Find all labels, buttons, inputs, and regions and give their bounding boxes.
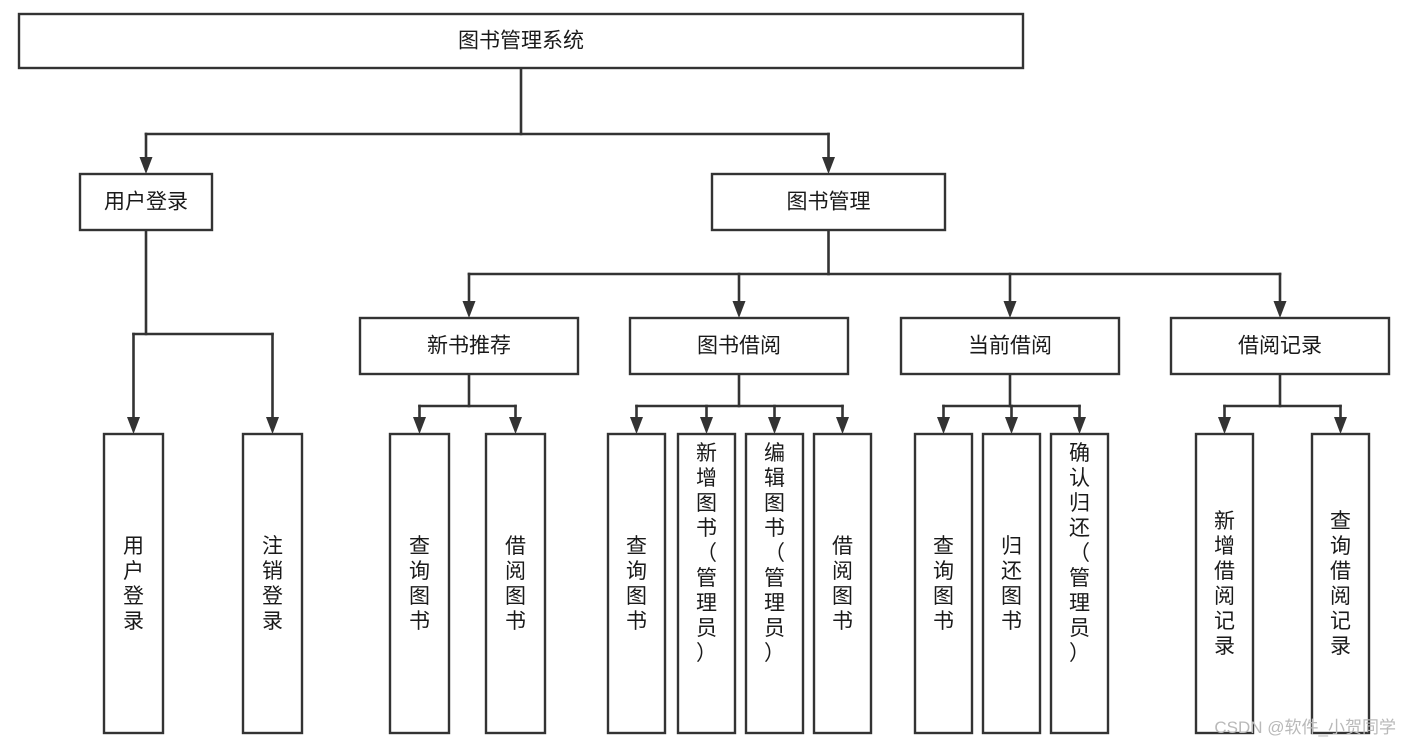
node-label-root: 图书管理系统	[458, 30, 584, 53]
node-box-leaf-add-book-admin	[676, 432, 737, 735]
arrow-head-book-manage	[822, 157, 835, 174]
node-leaf-return-book[interactable]: 归还图书	[981, 432, 1042, 735]
node-box-leaf-borrow-book-recommend	[484, 432, 547, 735]
node-leaf-query-book-current[interactable]: 查询图书	[913, 432, 974, 735]
node-label-book-borrow: 图书借阅	[697, 335, 781, 358]
arrow-head-leaf-user-login	[127, 417, 140, 434]
csdn-watermark: CSDN @软件_小贺同学	[1214, 718, 1396, 737]
arrow-head-leaf-return-book	[1005, 417, 1018, 434]
node-box-leaf-query-borrow-record	[1310, 432, 1371, 735]
node-leaf-borrow-book[interactable]: 借阅图书	[812, 432, 873, 735]
node-leaf-add-book-admin[interactable]: 新增图书（管理员）	[676, 432, 737, 735]
node-label-leaf-query-book-current: 查询图书	[933, 535, 954, 633]
node-new-book-recommend[interactable]: 新书推荐	[358, 316, 580, 376]
node-leaf-query-borrow-record[interactable]: 查询借阅记录	[1310, 432, 1371, 735]
node-root[interactable]: 图书管理系统	[17, 12, 1025, 70]
node-label-user-login: 用户登录	[104, 191, 188, 214]
arrow-head-leaf-add-book-admin	[700, 417, 713, 434]
node-label-borrow-record: 借阅记录	[1238, 335, 1322, 358]
node-book-manage[interactable]: 图书管理	[710, 172, 947, 232]
node-leaf-edit-book-admin[interactable]: 编辑图书（管理员）	[744, 432, 805, 735]
arrow-head-leaf-query-book-recommend	[413, 417, 426, 434]
node-box-root	[17, 12, 1025, 70]
node-box-leaf-logout-login	[241, 432, 304, 735]
arrow-head-leaf-query-book-borrow	[630, 417, 643, 434]
node-box-user-login	[78, 172, 214, 232]
arrow-head-leaf-borrow-book-recommend	[509, 417, 522, 434]
arrow-head-leaf-query-book-current	[937, 417, 950, 434]
node-leaf-add-borrow-record[interactable]: 新增借阅记录	[1194, 432, 1255, 735]
node-leaf-logout-login[interactable]: 注销登录	[241, 432, 304, 735]
node-borrow-record[interactable]: 借阅记录	[1169, 316, 1391, 376]
node-label-leaf-return-book: 归还图书	[1001, 535, 1022, 633]
node-box-book-manage	[710, 172, 947, 232]
node-leaf-query-book-borrow[interactable]: 查询图书	[606, 432, 667, 735]
node-label-book-manage: 图书管理	[787, 191, 871, 214]
node-box-leaf-edit-book-admin	[744, 432, 805, 735]
arrow-head-new-book-recommend	[462, 301, 476, 318]
node-label-leaf-borrow-book-recommend: 借阅图书	[505, 535, 526, 633]
node-label-leaf-add-book-admin: 新增图书（管理员）	[696, 442, 717, 665]
node-box-leaf-query-book-borrow	[606, 432, 667, 735]
node-book-borrow[interactable]: 图书借阅	[628, 316, 850, 376]
arrow-head-leaf-add-borrow-record	[1218, 417, 1231, 434]
node-box-leaf-confirm-return-admin	[1049, 432, 1110, 735]
node-box-leaf-query-book-recommend	[388, 432, 451, 735]
node-label-leaf-logout-login: 注销登录	[262, 535, 283, 633]
node-box-leaf-borrow-book	[812, 432, 873, 735]
arrow-head-leaf-query-borrow-record	[1334, 417, 1347, 434]
arrow-head-leaf-logout-login	[266, 417, 279, 434]
node-leaf-confirm-return-admin[interactable]: 确认归还（管理员）	[1049, 432, 1110, 735]
connector-layer	[127, 66, 1347, 434]
arrow-head-user-login	[139, 157, 153, 174]
node-label-leaf-query-book-borrow: 查询图书	[626, 535, 647, 633]
node-leaf-query-book-recommend[interactable]: 查询图书	[388, 432, 451, 735]
node-box-leaf-user-login	[102, 432, 165, 735]
node-label-leaf-add-borrow-record: 新增借阅记录	[1214, 510, 1235, 658]
node-layer: 图书管理系统用户登录图书管理新书推荐图书借阅当前借阅借阅记录用户登录注销登录查询…	[17, 12, 1391, 735]
node-leaf-borrow-book-recommend[interactable]: 借阅图书	[484, 432, 547, 735]
node-label-leaf-user-login: 用户登录	[123, 535, 144, 633]
arrow-head-leaf-borrow-book	[836, 417, 849, 434]
node-label-leaf-confirm-return-admin: 确认归还（管理员）	[1069, 442, 1090, 665]
arrow-head-leaf-edit-book-admin	[768, 417, 781, 434]
node-label-leaf-edit-book-admin: 编辑图书（管理员）	[764, 442, 785, 665]
node-label-current-borrow: 当前借阅	[968, 335, 1052, 358]
arrow-head-borrow-record	[1273, 301, 1287, 318]
node-leaf-user-login[interactable]: 用户登录	[102, 432, 165, 735]
node-user-login[interactable]: 用户登录	[78, 172, 214, 232]
node-box-current-borrow	[899, 316, 1121, 376]
node-label-leaf-query-borrow-record: 查询借阅记录	[1330, 510, 1351, 658]
node-box-new-book-recommend	[358, 316, 580, 376]
node-label-leaf-borrow-book: 借阅图书	[832, 535, 853, 633]
node-label-new-book-recommend: 新书推荐	[427, 335, 511, 358]
node-box-leaf-add-borrow-record	[1194, 432, 1255, 735]
node-current-borrow[interactable]: 当前借阅	[899, 316, 1121, 376]
node-box-leaf-query-book-current	[913, 432, 974, 735]
node-label-leaf-query-book-recommend: 查询图书	[409, 535, 430, 633]
node-box-borrow-record	[1169, 316, 1391, 376]
node-box-leaf-return-book	[981, 432, 1042, 735]
arrow-head-book-borrow	[732, 301, 746, 318]
node-box-book-borrow	[628, 316, 850, 376]
arrow-head-current-borrow	[1003, 301, 1017, 318]
arrow-head-leaf-confirm-return-admin	[1073, 417, 1086, 434]
